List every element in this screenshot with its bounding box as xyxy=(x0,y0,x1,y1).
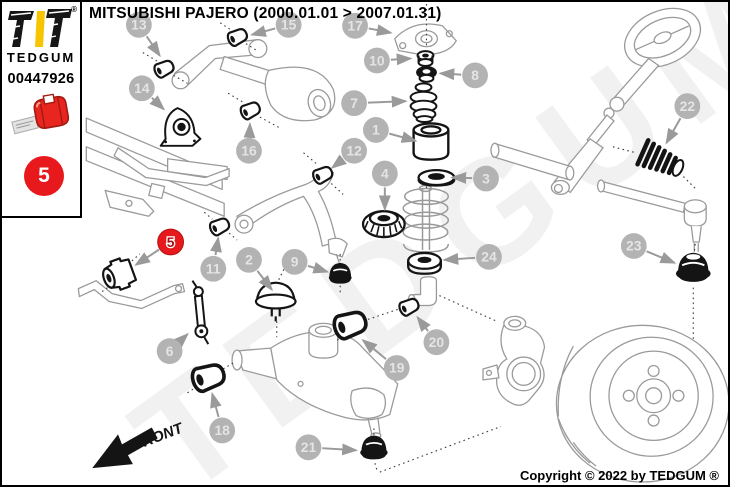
red-bushing-image xyxy=(33,93,70,129)
coil-spring xyxy=(402,184,450,253)
svg-text:18: 18 xyxy=(214,422,230,438)
steering-knuckle xyxy=(482,315,546,406)
part-info-panel: ® TEDGUM 00447926 5 xyxy=(2,2,82,218)
bushing-10 xyxy=(416,50,435,67)
ball-joint-boot-23 xyxy=(675,252,711,282)
balloon-24: 24 xyxy=(442,243,502,270)
balloon-12: 12 xyxy=(330,137,367,169)
balloon-22: 22 xyxy=(665,93,701,145)
tie-rod xyxy=(596,179,687,214)
part-photo xyxy=(3,91,79,139)
svg-text:7: 7 xyxy=(350,95,358,111)
svg-text:8: 8 xyxy=(471,67,479,83)
svg-text:23: 23 xyxy=(626,238,642,254)
svg-text:20: 20 xyxy=(429,334,445,350)
balloon-2: 2 xyxy=(236,246,273,292)
balloon-7: 7 xyxy=(341,90,408,117)
svg-text:24: 24 xyxy=(481,249,497,265)
stabilizer-bar xyxy=(77,280,186,310)
balloon-10: 10 xyxy=(364,47,413,74)
page-title: MITSUBISHI PAJERO (2000.01.01 > 2007.01.… xyxy=(89,5,442,22)
svg-text:14: 14 xyxy=(134,80,150,96)
logo-left-glyph xyxy=(8,11,34,47)
balloon-13: 13 xyxy=(125,11,161,58)
washer-24 xyxy=(407,251,443,275)
svg-text:11: 11 xyxy=(206,261,221,277)
svg-text:9: 9 xyxy=(291,254,299,270)
svg-text:12: 12 xyxy=(346,143,362,159)
tedgum-logo: ® xyxy=(6,5,77,49)
balloon-17: 17 xyxy=(342,12,393,39)
washer-3 xyxy=(417,168,456,187)
stabilizer-link-6 xyxy=(191,280,210,345)
upper-control-arm xyxy=(234,167,348,264)
registered-mark: ® xyxy=(71,5,77,14)
balloon-8: 8 xyxy=(438,62,488,89)
steering-wheel xyxy=(624,7,702,68)
lower-control-arm xyxy=(231,322,399,439)
brand-name: TEDGUM xyxy=(6,50,76,65)
balloon-5: 5 xyxy=(134,228,184,266)
bushing-13 xyxy=(151,57,177,81)
svg-text:4: 4 xyxy=(381,165,389,181)
svg-text:3: 3 xyxy=(482,170,490,186)
svg-text:19: 19 xyxy=(389,360,405,376)
svg-text:1: 1 xyxy=(372,122,380,138)
balloon-11: 11 xyxy=(200,236,227,282)
svg-text:21: 21 xyxy=(301,439,317,455)
balloon-20: 20 xyxy=(416,315,450,356)
svg-text:17: 17 xyxy=(347,18,363,34)
svg-text:5: 5 xyxy=(167,234,175,250)
balloon-3: 3 xyxy=(450,165,499,192)
balloon-19: 19 xyxy=(361,338,410,381)
copyright-line: Copyright © 2022 by TEDGUM ® xyxy=(519,468,719,483)
frame-rails xyxy=(85,117,230,217)
svg-text:16: 16 xyxy=(241,143,257,159)
bump-stop-7 xyxy=(409,82,438,123)
bushing-11 xyxy=(206,214,233,238)
badge-number: 5 xyxy=(38,164,50,187)
svg-text:2: 2 xyxy=(245,252,253,268)
center-link xyxy=(490,142,575,181)
logo-yellow-bar xyxy=(35,11,45,47)
svg-text:22: 22 xyxy=(680,98,696,114)
stabilizer-bushing-5 xyxy=(102,257,138,291)
svg-text:13: 13 xyxy=(131,17,147,33)
steering-column xyxy=(586,57,660,147)
balloon-6: 6 xyxy=(156,332,189,365)
bushing-1 xyxy=(412,122,450,161)
steering-boot-22 xyxy=(635,138,685,177)
balloon-18: 18 xyxy=(209,391,236,444)
bushing-8 xyxy=(416,65,437,83)
tie-rod-end xyxy=(683,199,707,252)
strut-mount-17 xyxy=(394,23,458,56)
balloon-4: 4 xyxy=(371,160,398,212)
balloon-21: 21 xyxy=(295,434,359,461)
part-number-badge: 5 xyxy=(24,156,64,196)
ball-joint-boot-9 xyxy=(328,262,352,284)
balloon-23: 23 xyxy=(620,233,677,264)
svg-text:6: 6 xyxy=(166,343,174,359)
wheel xyxy=(555,324,728,483)
part-label-sticker xyxy=(11,115,39,135)
balloon-16: 16 xyxy=(236,122,262,164)
bearing-4 xyxy=(361,210,406,239)
bushing-16 xyxy=(237,98,264,122)
balloon-15: 15 xyxy=(250,11,302,38)
svg-text:10: 10 xyxy=(369,52,385,68)
balloon-14: 14 xyxy=(128,75,166,111)
engine-mount-bracket-14 xyxy=(159,107,202,147)
part-number: 00447926 xyxy=(7,71,75,87)
balloon-1: 1 xyxy=(363,117,418,143)
ball-joint-boot-21 xyxy=(360,435,388,460)
logo-right-glyph xyxy=(46,9,72,47)
upper-rear-arm xyxy=(171,39,336,122)
dust-cap-2 xyxy=(254,281,297,322)
balloon-9: 9 xyxy=(281,248,330,275)
svg-text:15: 15 xyxy=(281,17,297,33)
assembly-dotted-lines xyxy=(101,3,698,473)
